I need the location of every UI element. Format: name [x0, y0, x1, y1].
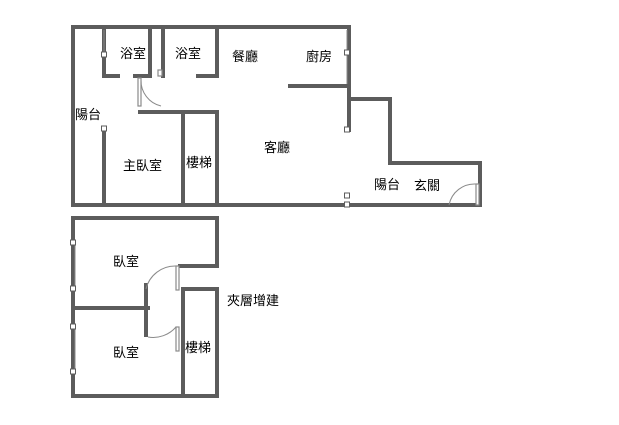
label-kitchen: 廚房	[306, 49, 332, 65]
bath-door	[137, 77, 162, 107]
entrance-door	[448, 183, 480, 206]
label-bath-left: 浴室	[120, 46, 146, 62]
label-bedroom-top: 臥室	[113, 254, 139, 270]
label-balcony-front: 陽台	[374, 178, 400, 193]
label-bedroom-bottom: 臥室	[113, 345, 139, 361]
bath-door-right	[157, 69, 163, 77]
label-stairs-upper: 樓梯	[185, 341, 211, 356]
label-stairs-lower: 樓梯	[186, 156, 212, 171]
main-floor-openings	[101, 30, 350, 208]
bedroom-door-bottom	[147, 326, 180, 352]
mezzanine-openings	[70, 239, 76, 375]
mezzanine-walls	[71, 216, 219, 398]
label-living: 客廳	[264, 140, 290, 156]
bedroom-door-top	[145, 265, 180, 291]
label-bath-right: 浴室	[175, 46, 201, 62]
label-master-bedroom: 主臥室	[123, 158, 162, 174]
room-labels: 浴室 浴室 餐廳 廚房 陽台 客廳 主臥室 樓梯 陽台 玄關 臥室 臥室 樓梯 …	[75, 46, 440, 361]
label-entrance: 玄關	[414, 179, 440, 194]
label-mezzanine-note: 夾層增建	[227, 294, 279, 309]
label-balcony-left: 陽台	[75, 108, 101, 123]
label-dining: 餐廳	[232, 49, 258, 65]
